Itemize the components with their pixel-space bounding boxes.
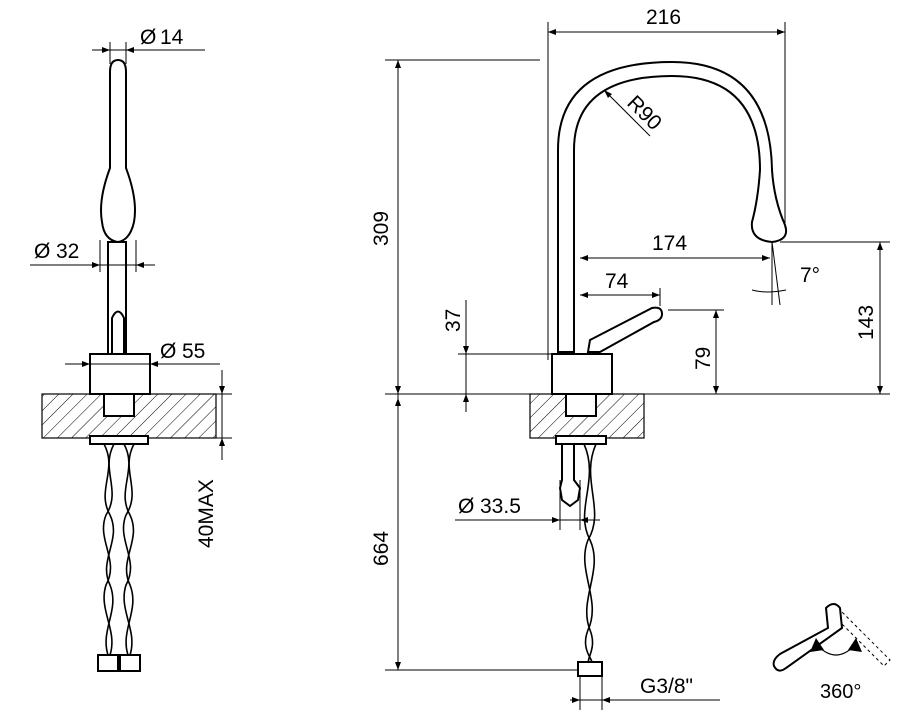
front-dim-143: 143 [780, 241, 890, 394]
front-dim-r90: R90 [603, 89, 666, 137]
front-dim-r90-label: R90 [622, 91, 666, 135]
front-lever [586, 306, 664, 353]
side-mount-plate [89, 435, 149, 445]
svg-text:Ø: Ø [140, 26, 156, 49]
side-hose-fitting-left [97, 654, 119, 672]
front-dim-g38-label: G3/8" [640, 675, 693, 698]
front-dim-79-label: 79 [692, 347, 715, 370]
front-dim-37-label: 37 [442, 309, 465, 332]
front-dim-33-5-label: 33.5 [480, 495, 521, 518]
front-hose [583, 443, 597, 665]
front-dim-143-label: 143 [855, 305, 878, 340]
front-dim-174: 174 [580, 232, 770, 261]
front-dim-309: 309 [370, 59, 540, 394]
side-dim-14: Ø 14 [92, 26, 205, 64]
side-base [89, 353, 151, 395]
front-fitting [558, 443, 582, 508]
front-dim-g38: G3/8" [570, 675, 720, 710]
side-hose-fitting-right [119, 654, 141, 672]
front-dim-664-label: 664 [370, 531, 393, 566]
front-dim-309-label: 309 [370, 211, 393, 246]
front-dim-216-label: 216 [646, 6, 681, 29]
front-dim-79: 79 [668, 309, 724, 394]
front-view: 216 R90 174 7° 74 [370, 6, 890, 710]
side-dim-32: Ø 32 [30, 240, 155, 272]
front-dim-33-5: Ø 33.5 [455, 480, 600, 530]
rotation-360-icon: 360° [772, 603, 891, 703]
side-view: Ø 14 Ø 32 Ø 55 40MAX [30, 26, 232, 672]
front-dim-664: 664 [370, 394, 578, 671]
front-dim-7deg-label: 7° [800, 264, 820, 287]
front-dim-74: 74 [580, 270, 661, 306]
side-dim-40max-label: 40MAX [195, 479, 218, 548]
front-dim-74-label: 74 [605, 270, 629, 293]
side-dim-32-label: 32 [56, 240, 79, 263]
side-hoses [102, 443, 135, 656]
side-lever [111, 310, 125, 356]
side-shank [103, 393, 135, 417]
front-dim-37: 37 [442, 300, 552, 412]
front-shank [565, 393, 597, 417]
front-dim-174-label: 174 [652, 232, 687, 255]
side-spout [100, 58, 136, 244]
svg-text:Ø: Ø [34, 240, 50, 263]
front-spout [557, 60, 788, 353]
side-dim-40max: 40MAX [148, 370, 232, 548]
rotation-360-label: 360° [820, 681, 861, 703]
front-base [551, 353, 613, 395]
front-hose-fitting [577, 661, 603, 677]
front-dim-7deg: 7° [751, 241, 820, 306]
side-dim-55: Ø 55 [65, 340, 220, 367]
side-dim-55-label: 55 [182, 340, 205, 363]
svg-text:Ø: Ø [160, 340, 176, 363]
side-dim-14-label: 14 [160, 26, 184, 49]
svg-text:Ø: Ø [458, 495, 474, 518]
front-dim-216: 216 [547, 6, 786, 360]
front-mount-plate [555, 435, 607, 445]
